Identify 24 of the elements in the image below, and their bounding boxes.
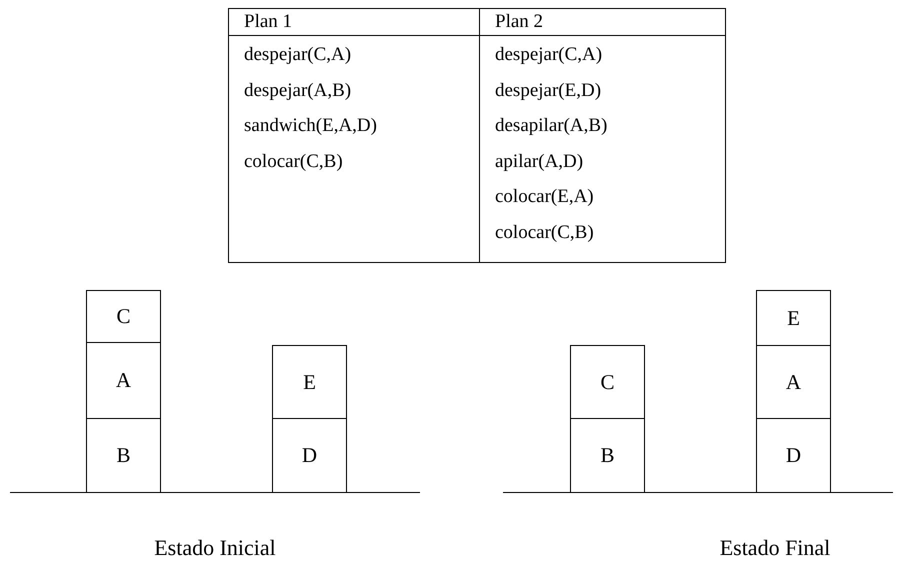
plan-step: despejar(E,D) — [495, 80, 602, 102]
block-box: A — [756, 345, 831, 419]
state-caption: Estado Inicial — [154, 535, 276, 561]
block-box: A — [86, 342, 161, 419]
block-box: E — [756, 290, 831, 346]
plan-step: colocar(E,A) — [495, 186, 594, 208]
block-box: B — [86, 418, 161, 493]
block-box: C — [570, 345, 645, 419]
block-box: B — [570, 418, 645, 493]
plan-step: apilar(A,D) — [495, 150, 584, 172]
state-caption: Estado Final — [720, 535, 830, 561]
plan-step: colocar(C,B) — [244, 150, 343, 172]
plan-step: despejar(A,B) — [244, 80, 352, 102]
block-box: D — [756, 418, 831, 493]
plan-step: sandwich(E,A,D) — [244, 115, 377, 137]
block-box: D — [272, 418, 347, 493]
plan-step: despejar(C,A) — [495, 44, 602, 66]
plan-header: Plan 1 — [244, 11, 292, 33]
block-box: C — [86, 290, 161, 343]
plan-header: Plan 2 — [495, 11, 544, 33]
block-box: E — [272, 345, 347, 419]
plan-step: colocar(C,B) — [495, 222, 594, 244]
plan-step: desapilar(A,B) — [495, 115, 608, 137]
plan-step: despejar(C,A) — [244, 44, 352, 66]
